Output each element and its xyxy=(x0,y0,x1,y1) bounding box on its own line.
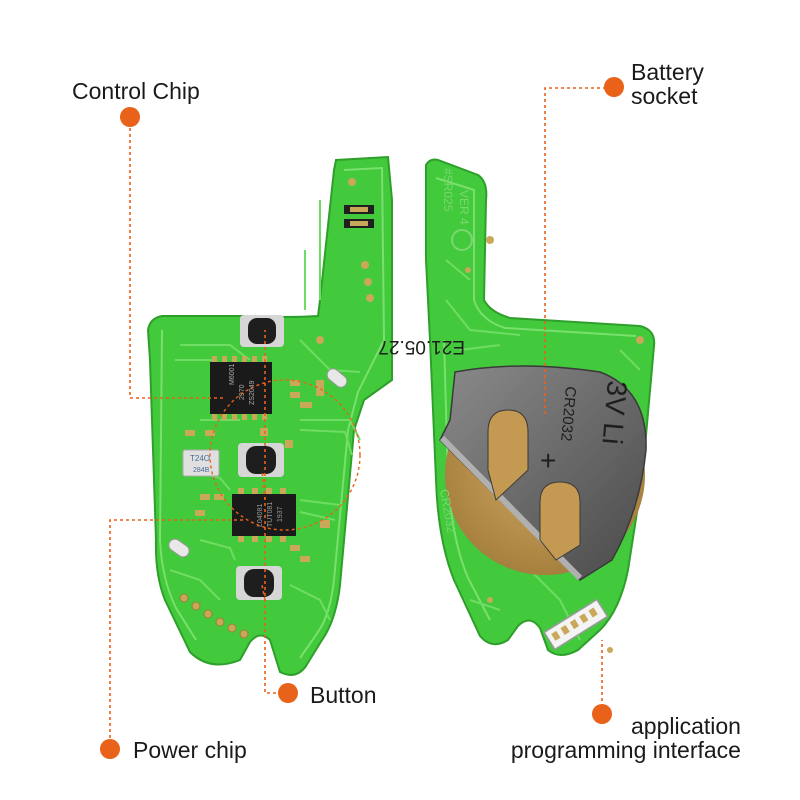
left-pcb-board: M6001 2970 ZS2049 T24O 284B xyxy=(146,155,393,676)
label-api-line-2: programming interface xyxy=(510,737,741,763)
label-battery-socket: Battery socket xyxy=(631,60,704,108)
callout-dots xyxy=(100,77,624,759)
leader-power-chip xyxy=(109,519,245,738)
leader-button xyxy=(261,330,288,694)
right-pcb-board: #SR025 VER 4 E21.05.27 CR2032 CR2032 3V … xyxy=(378,158,656,656)
dot-api xyxy=(592,704,612,724)
programming-connector xyxy=(543,598,609,651)
crystal-line-2: 284B xyxy=(193,467,210,474)
middle-button xyxy=(238,443,284,477)
revision-line-1: #SR025 xyxy=(441,168,455,212)
bottom-pad-row xyxy=(179,593,249,639)
label-button: Button xyxy=(310,682,377,708)
chip-1-line-2: 2970 xyxy=(239,384,246,400)
led-left xyxy=(168,538,190,558)
label-power-chip: Power chip xyxy=(133,737,247,763)
top-button xyxy=(240,315,284,347)
board-logo-mark xyxy=(451,229,473,251)
dot-button xyxy=(278,683,298,703)
dot-battery-socket xyxy=(604,77,624,97)
led-right xyxy=(326,368,348,388)
dot-control-chip xyxy=(120,107,140,127)
leader-battery-socket xyxy=(544,87,612,415)
leader-control-chip xyxy=(129,128,225,399)
bottom-button xyxy=(236,566,282,600)
left-top-pads xyxy=(316,178,374,344)
button-leader-ring xyxy=(209,379,361,531)
battery-clip: CR2032 3V Li + xyxy=(439,365,647,581)
battery-cr2032-text: CR2032 xyxy=(557,386,579,442)
chip-2-line-1: L04081 xyxy=(257,504,264,527)
label-control-chip: Control Chip xyxy=(72,78,200,104)
chip-1-line-1: M6001 xyxy=(229,363,236,385)
label-battery-line-2: socket xyxy=(631,83,698,109)
chip-1-line-3: ZS2049 xyxy=(249,380,256,405)
battery-voltage-text: 3V Li xyxy=(596,379,632,445)
chip-2-line-2: TUT081 xyxy=(267,502,274,527)
power-chip: L04081 TUT081 1937 xyxy=(232,488,296,542)
crystal-oscillator: T24O 284B xyxy=(182,449,220,477)
crystal-line-1: T24O xyxy=(190,454,210,463)
label-battery-line-1: Battery xyxy=(631,59,704,85)
revision-line-2: VER 4 xyxy=(457,190,471,225)
left-pcb-outline xyxy=(146,155,393,676)
left-smd-pads xyxy=(185,380,330,562)
label-api: application programming interface xyxy=(500,714,741,762)
left-edge-trace xyxy=(158,166,386,659)
battery-plus-mark: + xyxy=(540,445,556,476)
label-api-line-1: application xyxy=(631,713,741,739)
chip-2-line-3: 1937 xyxy=(277,506,284,522)
callout-leaders xyxy=(109,87,612,738)
date-code: E21.05.27 xyxy=(378,336,465,357)
dot-power-chip xyxy=(100,739,120,759)
control-chip: M6001 2970 ZS2049 xyxy=(210,356,272,420)
